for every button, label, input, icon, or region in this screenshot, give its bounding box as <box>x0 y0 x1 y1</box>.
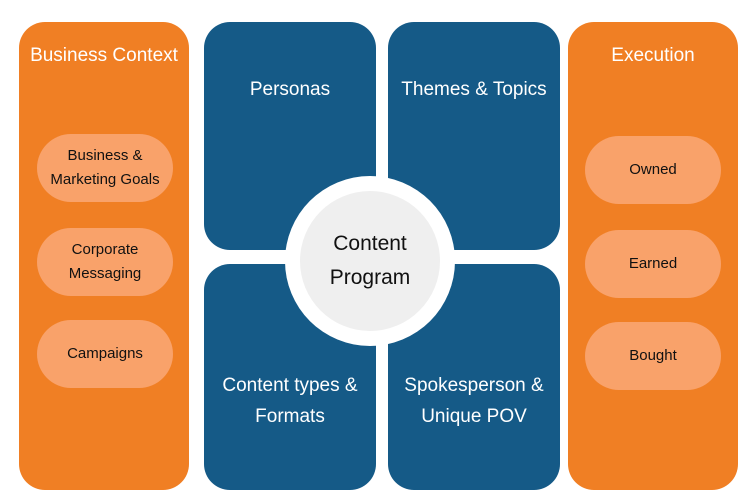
business-context-title: Business Context <box>30 45 178 66</box>
earned-pill: Earned <box>585 230 721 298</box>
business-context-panel: Business Context Business & Marketing Go… <box>19 22 189 490</box>
business-marketing-goals-pill: Business & Marketing Goals <box>37 134 173 202</box>
spokesperson-label: Spokesperson & Unique POV <box>404 375 544 427</box>
corporate-messaging-pill: Corporate Messaging <box>37 228 173 296</box>
content-types-label: Content types & Formats <box>222 375 358 427</box>
bought-pill: Bought <box>585 322 721 390</box>
personas-quadrant: Personas <box>204 22 376 250</box>
campaigns-pill: Campaigns <box>37 320 173 388</box>
owned-pill: Owned <box>585 136 721 204</box>
personas-label: Personas <box>249 79 331 100</box>
content-program-hub: Content Program <box>300 191 440 331</box>
execution-panel: Execution Owned Earned Bought <box>568 22 738 490</box>
themes-topics-label: Themes & Topics <box>401 79 547 100</box>
execution-title: Execution <box>611 45 695 66</box>
spokesperson-quadrant: Spokesperson & Unique POV <box>388 264 560 490</box>
